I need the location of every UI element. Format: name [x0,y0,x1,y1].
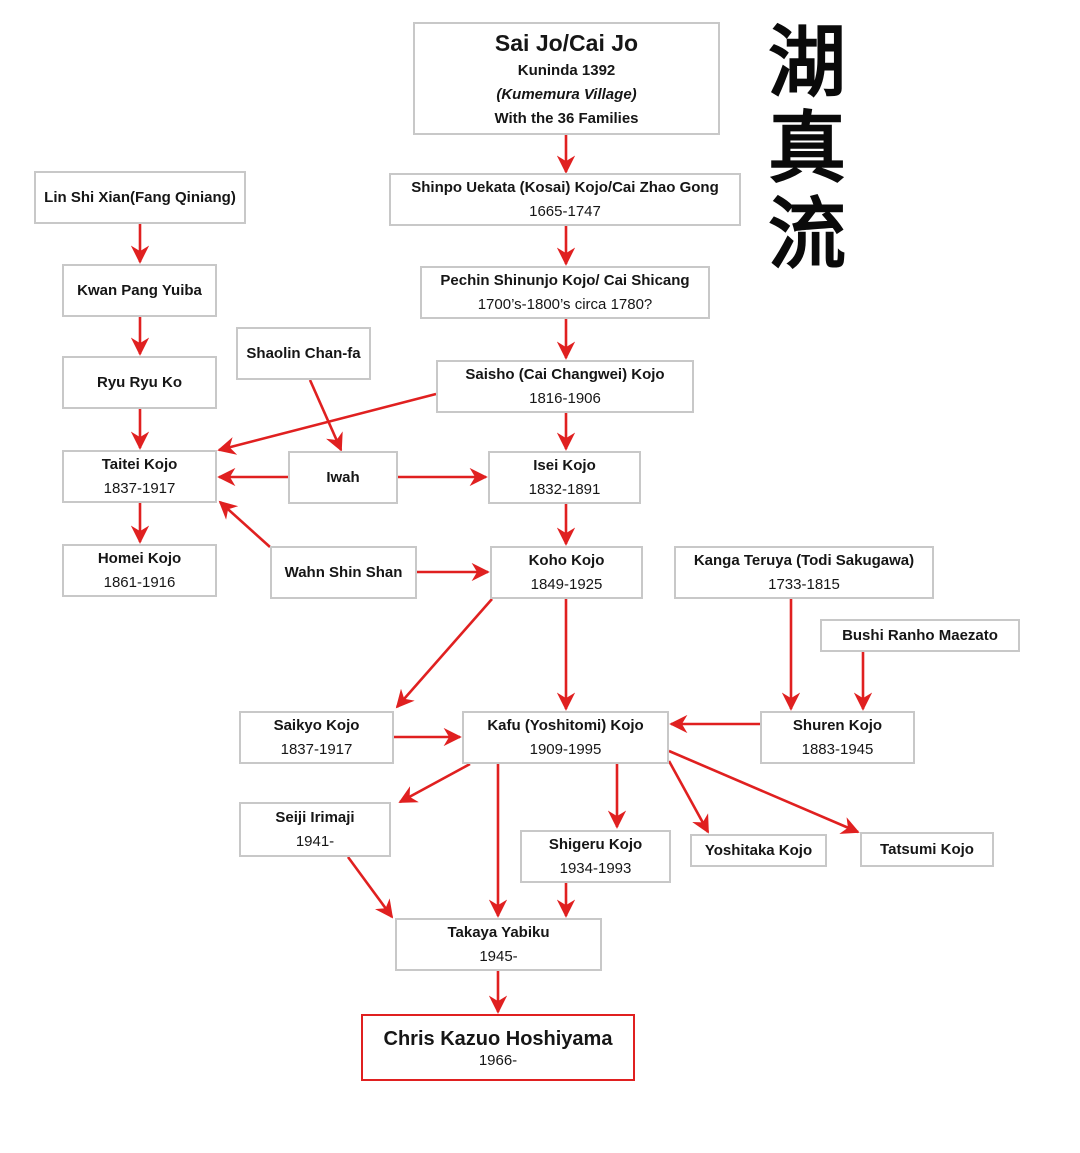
node-shigeru-kojo: Shigeru Kojo 1934-1993 [520,830,671,883]
node-kafu-kojo: Kafu (Yoshitomi) Kojo 1909-1995 [462,711,669,764]
arrow-shaolin-chan-fa-to-iwah [308,379,343,452]
node-title: Shuren Kojo [792,716,883,734]
node-isei-kojo: Isei Kojo 1832-1891 [488,451,641,504]
node-shuren-kojo: Shuren Kojo 1883-1945 [760,711,915,764]
node-subtitle: 1945- [479,947,518,965]
node-wahn-shin-shan: Wahn Shin Shan [270,546,417,599]
node-title: Sai Jo/Cai Jo [494,29,639,56]
node-title: Kwan Pang Yuiba [77,281,202,299]
node-sai-jo: Sai Jo/Cai Jo Kuninda 1392 (Kumemura Villa… [413,22,720,135]
node-title: Shaolin Chan-fa [246,344,361,362]
node-subtitle: 1934-1993 [559,859,632,877]
node-subtitle: 1733-1815 [768,575,840,593]
node-title: Seiji Irimaji [275,808,355,826]
node-title: Ryu Ryu Ko [96,373,182,391]
node-subtitle: 1909-1995 [529,740,602,758]
node-title: Yoshitaka Kojo [704,841,813,859]
node-bushi-ranho-maezato: Bushi Ranho Maezato [820,619,1020,652]
arrow-seiji-irimaji-to-takaya-yabiku [346,856,394,919]
node-title: Lin Shi Xian(Fang Qiniang) [44,188,236,206]
node-subtitle: 1837-1917 [280,740,353,758]
node-shaolin-chan-fa: Shaolin Chan-fa [236,327,371,380]
koshin-ryu-calligraphy: 湖 真 流 [762,20,852,278]
node-title: Pechin Shinunjo Kojo/ Cai Shicang [440,271,690,289]
node-subtitle: 1837-1917 [103,479,176,497]
node-subtitle: 1665-1747 [529,202,601,220]
node-title: Saisho (Cai Changwei) Kojo [465,365,665,383]
node-subtitle: (Kumemura Village) [496,85,637,103]
node-homei-kojo: Homei Kojo 1861-1916 [62,544,217,597]
kanji-char: 真 [767,103,846,194]
node-title: Shinpo Uekata (Kosai) Kojo/Cai Zhao Gong [411,178,719,196]
node-tatsumi-kojo: Tatsumi Kojo [860,832,994,867]
node-title: Isei Kojo [533,456,596,474]
node-saisho: Saisho (Cai Changwei) Kojo 1816-1906 [436,360,694,413]
node-subtitle: With the 36 Families [494,109,639,127]
node-pechin-shinunjo: Pechin Shinunjo Kojo/ Cai Shicang 1700’s-… [420,266,710,319]
node-title: Koho Kojo [528,551,605,569]
node-subtitle: 1832-1891 [528,480,601,498]
kanji-char: 湖 [767,17,846,108]
node-kwan-pang-yuiba: Kwan Pang Yuiba [62,264,217,317]
node-subtitle: 1816-1906 [529,389,601,407]
node-title: Tatsumi Kojo [880,840,974,858]
node-ryu-ryu-ko: Ryu Ryu Ko [62,356,217,409]
node-subtitle: 1941- [295,832,335,850]
node-title: Kafu (Yoshitomi) Kojo [487,716,644,734]
node-title: Iwah [326,468,360,486]
node-koho-kojo: Koho Kojo 1849-1925 [490,546,643,599]
node-lin-shi-xian: Lin Shi Xian(Fang Qiniang) [34,171,246,224]
node-title: Bushi Ranho Maezato [842,626,998,644]
node-shinpo-uekata: Shinpo Uekata (Kosai) Kojo/Cai Zhao Gong… [389,173,741,226]
node-title: Chris Kazuo Hoshiyama [383,1027,613,1050]
kanji-char: 流 [767,189,846,280]
node-yoshitaka-kojo: Yoshitaka Kojo [690,834,827,867]
node-subtitle: Kuninda 1392 [517,61,616,79]
node-title: Shigeru Kojo [548,835,643,853]
node-title: Taitei Kojo [101,455,178,473]
arrow-kafu-kojo-to-seiji-irimaji [398,762,471,804]
node-subtitle: 1861-1916 [103,573,176,591]
node-title: Homei Kojo [97,549,182,567]
node-takaya-yabiku: Takaya Yabiku 1945- [395,918,602,971]
arrow-saisho-to-taitei-kojo [217,392,437,455]
node-iwah: Iwah [288,451,398,504]
node-title: Takaya Yabiku [447,923,550,941]
arrow-wahn-shin-shan-to-taitei-kojo [218,500,271,548]
node-seiji-irimaji: Seiji Irimaji 1941- [239,802,391,857]
node-title: Saikyo Kojo [273,716,360,734]
arrow-koho-kojo-to-saikyo-kojo [395,598,493,709]
node-taitei-kojo: Taitei Kojo 1837-1917 [62,450,217,503]
node-saikyo-kojo: Saikyo Kojo 1837-1917 [239,711,394,764]
arrow-kafu-kojo-to-yoshitaka-kojo [667,760,710,834]
node-kanga-teruya: Kanga Teruya (Todi Sakugawa) 1733-1815 [674,546,934,599]
node-title: Wahn Shin Shan [284,563,403,581]
node-subtitle: 1849-1925 [530,575,603,593]
node-subtitle: 1700’s-1800’s circa 1780? [477,295,653,313]
node-title: Kanga Teruya (Todi Sakugawa) [693,551,915,569]
node-subtitle: 1966- [478,1051,518,1069]
node-subtitle: 1883-1945 [801,740,874,758]
